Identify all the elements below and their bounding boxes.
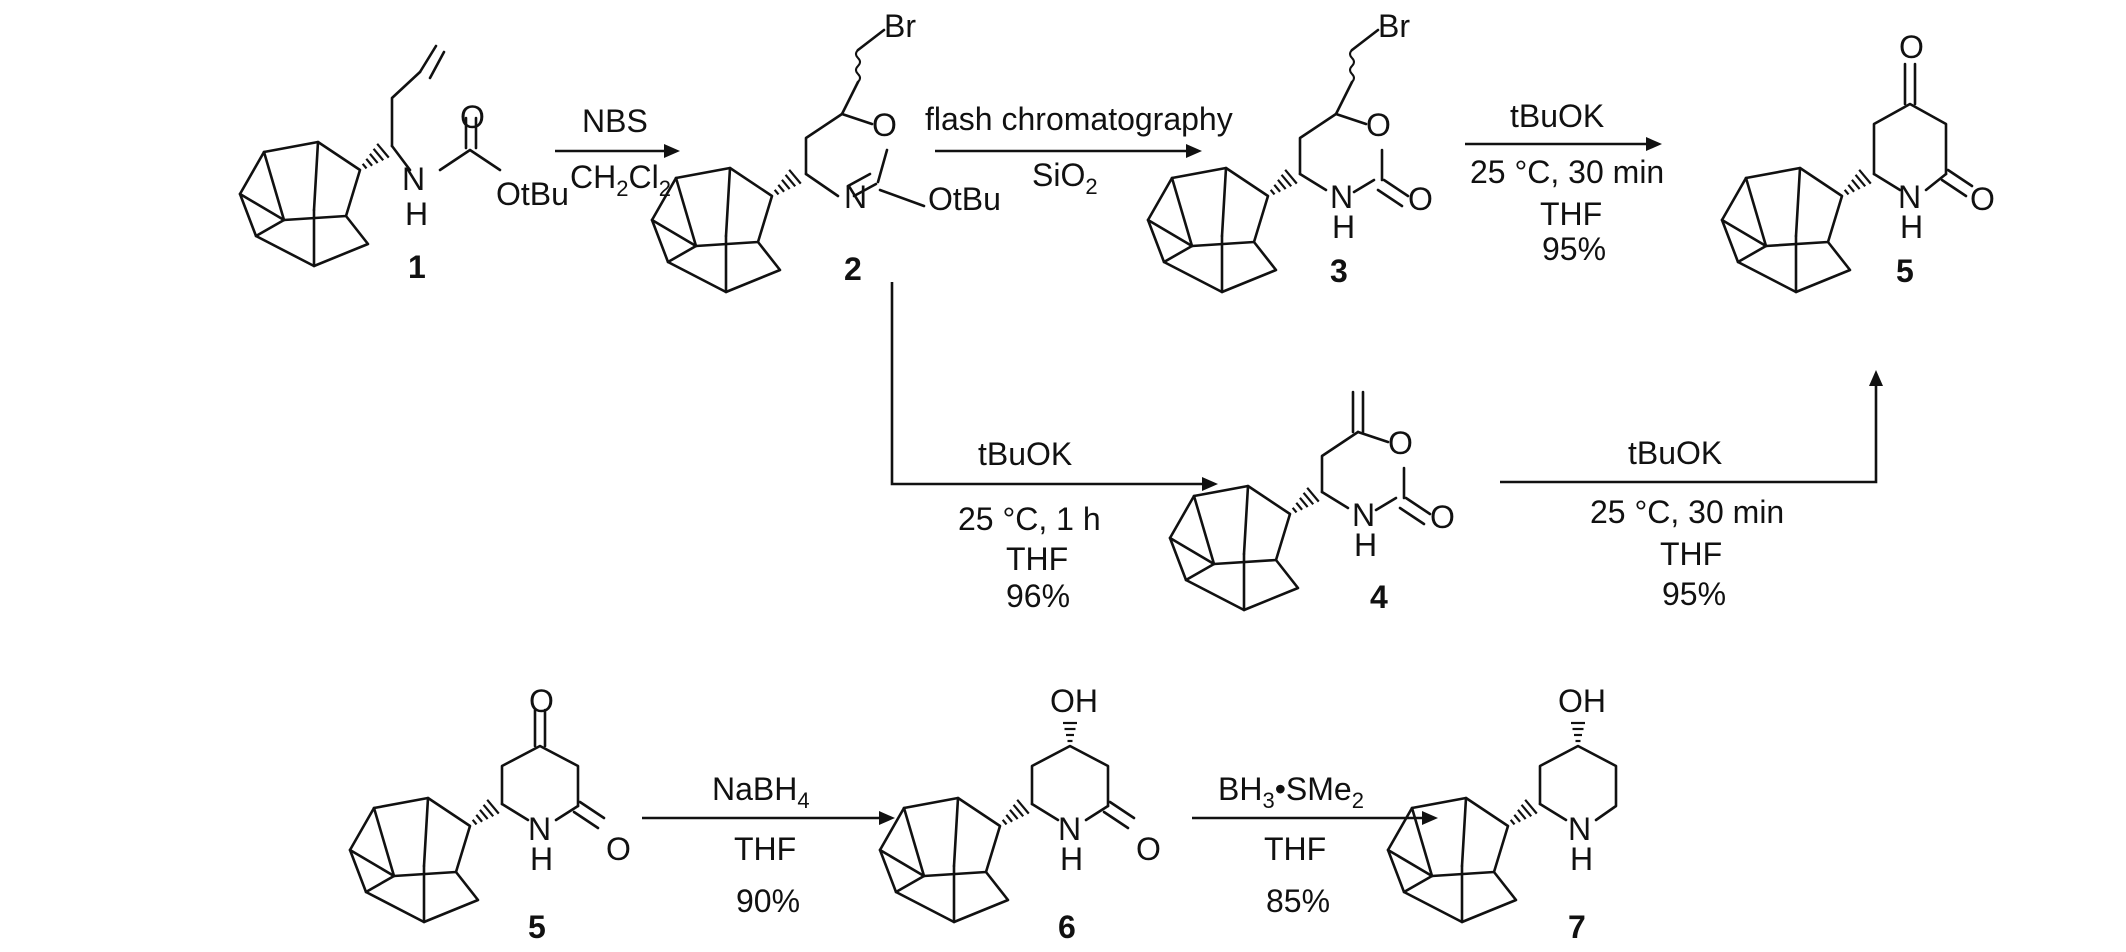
reaction-arrow-5: tBuOK 25 °C, 30 min THF 95%: [1500, 370, 1883, 612]
c6-nh-nitrogen: N: [1058, 811, 1081, 847]
r7-solvent: THF: [1264, 831, 1326, 867]
adamantyl-cage: [1720, 166, 1852, 294]
r6-reagent: NaBH4: [712, 771, 810, 813]
compound-number-3: 3: [1330, 253, 1348, 289]
r1-solvent: CH2Cl2: [570, 159, 671, 201]
adamantyl-cage: [1386, 796, 1518, 924]
c7-nh-nitrogen: N: [1568, 811, 1591, 847]
r6-yield: 90%: [736, 883, 800, 919]
compound-3: Br O N H O 3: [1146, 8, 1433, 294]
compound-number-7: 7: [1568, 909, 1586, 945]
r5-yield: 95%: [1662, 576, 1726, 612]
c5b-nh-nitrogen: N: [528, 811, 551, 847]
c2-otbu: OtBu: [928, 181, 1001, 217]
compound-1: O N H OtBu 1: [238, 44, 569, 285]
r7-reagent: BH3•SMe2: [1218, 771, 1364, 813]
r5-condition-1: 25 °C, 30 min: [1590, 494, 1784, 530]
r4-condition-1: 25 °C, 1 h: [958, 501, 1101, 537]
c5b-nh-hydrogen: H: [530, 841, 553, 877]
c3-nh-nitrogen: N: [1330, 179, 1353, 215]
c6-exo-oxygen: O: [1136, 831, 1161, 867]
r3-reagent: tBuOK: [1510, 98, 1604, 134]
r4-solvent: THF: [1006, 541, 1068, 577]
r4-yield: 96%: [1006, 578, 1070, 614]
reaction-arrow-4: tBuOK 25 °C, 1 h THF 96%: [890, 282, 1218, 614]
compound-5-bottom: O N H O 5: [348, 683, 631, 945]
r5-reagent: tBuOK: [1628, 435, 1722, 471]
c5b-exo-oxygen: O: [606, 831, 631, 867]
c1-nh-hydrogen: H: [405, 196, 428, 232]
adamantyl-cage: [650, 166, 782, 294]
c7-hydroxyl: OH: [1558, 683, 1606, 719]
compound-number-2: 2: [844, 251, 862, 287]
r5-solvent: THF: [1660, 536, 1722, 572]
r2-condition: flash chromatography: [925, 101, 1233, 137]
c6-nh-hydrogen: H: [1060, 841, 1083, 877]
compound-number-6: 6: [1058, 909, 1076, 945]
c5b-top-oxygen: O: [529, 683, 554, 719]
compound-5-top: O N H O 5: [1720, 29, 1995, 294]
r1-reagent: NBS: [582, 103, 648, 139]
reaction-arrow-3: tBuOK 25 °C, 30 min THF 95%: [1465, 98, 1664, 267]
adamantyl-cage: [1168, 484, 1300, 612]
c3-bromine: Br: [1378, 8, 1410, 44]
reaction-arrow-7: BH3•SMe2 THF 85%: [1192, 771, 1438, 919]
reaction-arrow-6: NaBH4 THF 90%: [642, 771, 895, 919]
adamantyl-cage: [348, 796, 480, 924]
c5-nh-nitrogen: N: [1898, 179, 1921, 215]
reaction-arrow-1: NBS CH2Cl2: [555, 103, 680, 201]
c1-nh-nitrogen: N: [402, 161, 425, 197]
c1-carbonyl-oxygen: O: [460, 99, 485, 135]
c1-otbu: OtBu: [496, 176, 569, 212]
compound-number-5-bottom: 5: [528, 909, 546, 945]
compound-number-1: 1: [408, 249, 426, 285]
compound-number-5-top: 5: [1896, 253, 1914, 289]
compound-number-4: 4: [1370, 579, 1388, 615]
c5-top-oxygen: O: [1899, 29, 1924, 65]
compound-7: OH N H 7: [1386, 683, 1618, 945]
c2-bromine: Br: [884, 8, 916, 44]
adamantyl-cage: [878, 796, 1010, 924]
r2-stationary-phase: SiO2: [1032, 157, 1098, 199]
c6-hydroxyl: OH: [1050, 683, 1098, 719]
c3-exo-oxygen: O: [1408, 181, 1433, 217]
c3-ring-oxygen: O: [1366, 107, 1391, 143]
compound-2: Br O N OtBu 2: [650, 8, 1001, 294]
r3-condition-1: 25 °C, 30 min: [1470, 154, 1664, 190]
adamantyl-cage: [238, 140, 370, 268]
adamantyl-cage: [1146, 166, 1278, 294]
r4-reagent: tBuOK: [978, 436, 1072, 472]
c2-ring-oxygen: O: [872, 107, 897, 143]
c7-nh-hydrogen: H: [1570, 841, 1593, 877]
r7-yield: 85%: [1266, 883, 1330, 919]
c4-ring-oxygen: O: [1388, 425, 1413, 461]
r3-yield: 95%: [1542, 231, 1606, 267]
c2-ring-nitrogen: N: [844, 179, 867, 215]
c4-nh-hydrogen: H: [1354, 527, 1377, 563]
c3-nh-hydrogen: H: [1332, 209, 1355, 245]
compound-4: O N H O 4: [1168, 390, 1455, 615]
compound-6: OH N H O 6: [878, 683, 1161, 945]
r6-solvent: THF: [734, 831, 796, 867]
c5-exo-oxygen: O: [1970, 181, 1995, 217]
c5-nh-hydrogen: H: [1900, 209, 1923, 245]
r3-solvent: THF: [1540, 196, 1602, 232]
c4-exo-oxygen: O: [1430, 499, 1455, 535]
c4-nh-nitrogen: N: [1352, 497, 1375, 533]
